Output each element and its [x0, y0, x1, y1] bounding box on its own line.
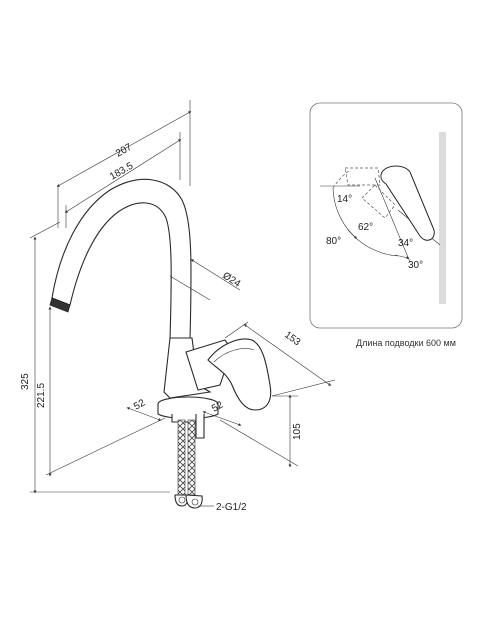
faucet-body — [49, 178, 272, 439]
inset-caption: Длина подводки 600 мм — [356, 338, 456, 348]
angle-62: 62° — [358, 222, 373, 233]
dim-52-right: 52 — [210, 399, 226, 414]
angle-80: 80° — [326, 236, 341, 247]
dim-105: 105 — [292, 423, 303, 440]
angle-labels: 14° 62° 80° 34° 30° Длина подводки 600 м… — [326, 194, 456, 348]
flex-hoses — [174, 419, 203, 509]
inset-panel — [309, 102, 463, 329]
dim-153: 153 — [282, 330, 302, 349]
dim-diameter-24: Ø24 — [220, 270, 242, 290]
angle-30: 30° — [408, 260, 423, 271]
dim-207: 207 — [114, 142, 134, 160]
dim-221-5: 221.5 — [36, 383, 47, 408]
dim-183-5: 183.5 — [108, 160, 136, 182]
angle-14: 14° — [337, 194, 352, 205]
dimension-lines — [29, 100, 336, 507]
dim-325: 325 — [20, 373, 31, 390]
angle-34: 34° — [398, 238, 413, 249]
dim-52-left: 52 — [132, 397, 148, 412]
aerator — [49, 297, 71, 313]
thread-label: 2-G1/2 — [216, 502, 247, 513]
